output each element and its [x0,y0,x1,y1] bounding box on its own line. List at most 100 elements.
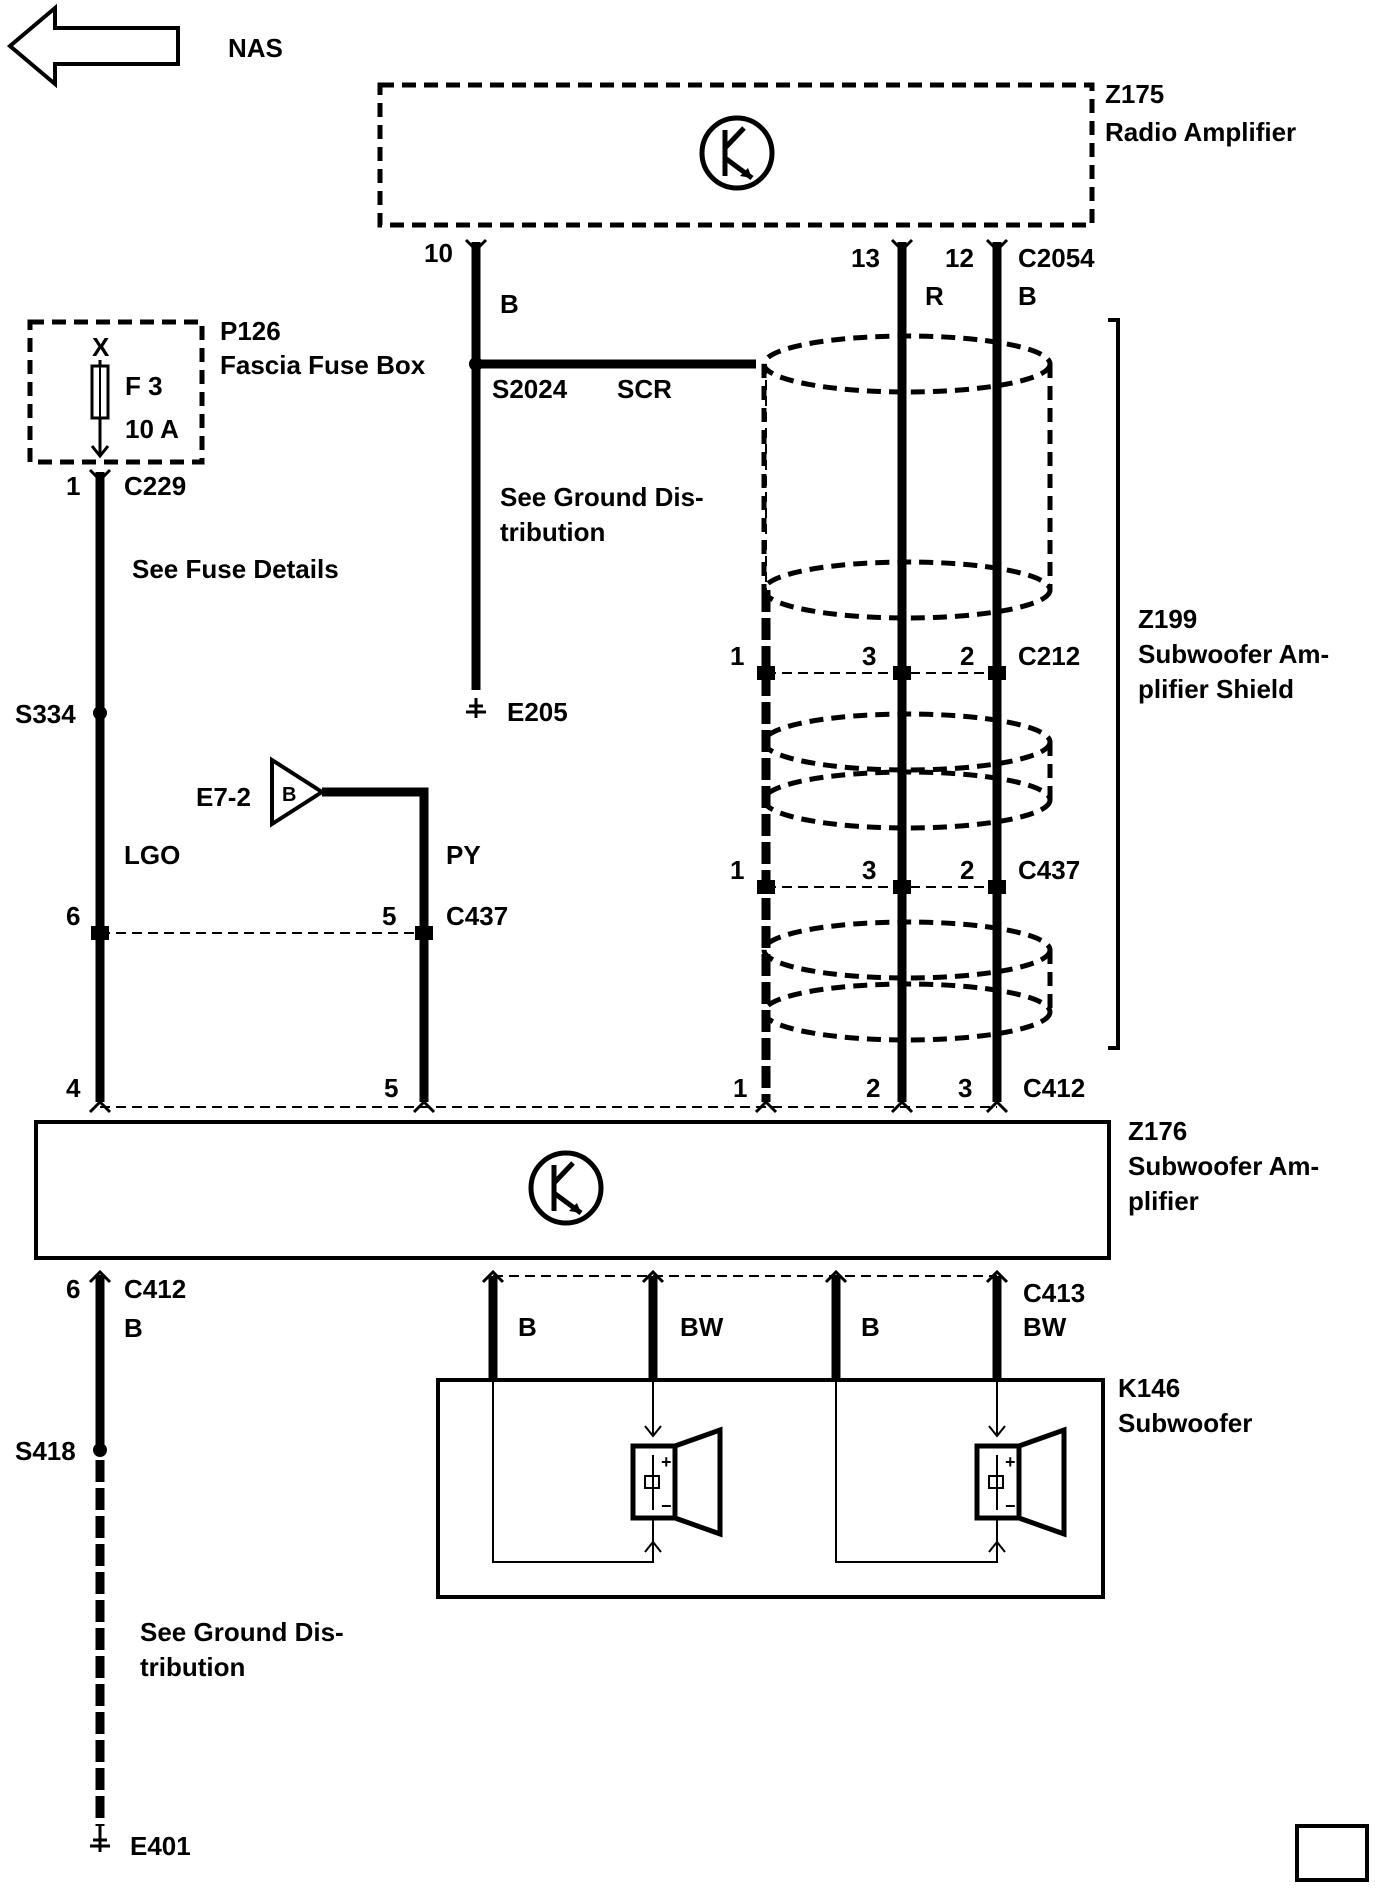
radio-amplifier: Z175 Radio Amplifier [377,79,1296,228]
connector-c437: C437 [1018,855,1080,885]
ground-e7-2: E7-2 [196,782,251,812]
connector-c412: C412 [1023,1073,1085,1103]
wire-color-py: PY [446,840,481,870]
splice-s418-dot [93,1443,107,1457]
shield-name-1: Subwoofer Am- [1138,639,1329,669]
c212-pin-3: 3 [862,641,876,671]
connector-c212: C212 [1018,641,1080,671]
splice-s334: S334 [15,699,76,729]
connector-tick-c229 [88,468,112,483]
wire-color-b-bottom: B [124,1313,143,1343]
c437-pin-2: 2 [960,855,974,885]
wire-color-lgo: LGO [124,840,180,870]
connector-c437b: C437 [446,901,508,931]
svg-text:+: + [661,1452,672,1472]
wire-color-sp-bw2: BW [1023,1312,1067,1342]
subwoofer-id: K146 [1118,1373,1180,1403]
connector-c437-pins [757,880,1006,894]
connector-tick-13 [890,238,914,253]
connector-c2054: C2054 [1018,243,1095,273]
radio-amplifier-id: Z175 [1105,79,1164,109]
c212-pin-2: 2 [960,641,974,671]
note-ground-dist-1a: See Ground Dis- [500,482,704,512]
connector-c412b: C412 [124,1274,186,1304]
c412b-pin-6: 6 [66,1274,80,1304]
subwoofer-amplifier-id: Z176 [1128,1116,1187,1146]
nav-back-arrow[interactable]: NAS [6,3,283,89]
note-ground-dist-2b: tribution [140,1652,245,1682]
subwoofer-amplifier-name-2: plifier [1128,1186,1199,1216]
c437b-pin-6: 6 [66,901,80,931]
c412-pin-4: 4 [66,1073,81,1103]
fuse-box-id: P126 [220,316,281,346]
speaker-icon: + − [492,1380,723,1563]
subwoofer-amplifier [34,1120,1111,1260]
transistor-icon [699,115,775,191]
shield-cylinder [761,333,1053,1043]
c437-pin-3: 3 [862,855,876,885]
radio-amplifier-name: Radio Amplifier [1105,117,1296,147]
connector-c412-ticks [88,1099,1009,1114]
svg-text:+: + [1005,1452,1016,1472]
svg-text:B: B [282,784,296,806]
fuse-box-name: Fascia Fuse Box [220,350,426,380]
c412-pin-3: 3 [958,1073,972,1103]
subwoofer-name: Subwoofer [1118,1408,1252,1438]
pin-13: 13 [851,243,880,273]
fuse-rating: 10 A [125,414,179,444]
connector-c437b-pins [91,926,433,940]
wire-color-sp-bw1: BW [680,1312,724,1342]
ground-e7-2-icon: B [270,756,326,828]
page-number-box [1295,1824,1369,1882]
ground-e401: E401 [130,1831,191,1861]
ground-e205-icon [466,698,486,718]
fuse-box: X F 3 10 A [27,319,205,465]
fuse-x-label: X [92,332,110,362]
c412-pin-2: 2 [866,1073,880,1103]
connector-tick-10 [464,238,488,253]
connector-c212-pins [757,666,1006,680]
wire-color-sp-b2: B [861,1312,880,1342]
connector-c413: C413 [1023,1278,1085,1308]
c412-pin-5: 5 [384,1073,398,1103]
shield-name-2: plifier Shield [1138,674,1294,704]
radio-amplifier-outline [377,82,1095,228]
subwoofer-amplifier-name-1: Subwoofer Am- [1128,1151,1319,1181]
wire-color-scr: SCR [617,374,672,404]
pin-12: 12 [945,243,974,273]
svg-text:−: − [661,1496,672,1516]
transistor-icon [528,1150,604,1226]
connector-tick-12 [985,238,1009,253]
pin-10: 10 [424,238,453,268]
splice-s334-dot [93,706,107,720]
subwoofer-box [436,1378,1105,1599]
wire-color-b-top: B [500,289,519,319]
left-arrow-icon [6,3,180,89]
nav-label: NAS [228,33,283,63]
shield-bracket [1108,318,1120,1050]
shield-id: Z199 [1138,604,1197,634]
speaker-icon: + − [835,1380,1067,1563]
connector-tick-c412b [88,1269,112,1284]
splice-s418: S418 [15,1436,76,1466]
c412-pin-1: 1 [733,1073,747,1103]
note-ground-dist-2a: See Ground Dis- [140,1617,344,1647]
c212-pin-1: 1 [730,641,744,671]
fuse-icon [90,360,110,459]
svg-text:−: − [1005,1496,1016,1516]
note-ground-dist-1b: tribution [500,517,605,547]
c437-pin-1: 1 [730,855,744,885]
wire-color-r: R [925,281,944,311]
ground-e401-icon [90,1826,110,1852]
c437b-pin-5: 5 [382,901,396,931]
c229-pin-1: 1 [66,471,80,501]
wire-color-b-right: B [1018,281,1037,311]
ground-e205: E205 [507,697,568,727]
note-fuse-details: See Fuse Details [132,554,339,584]
connector-c229: C229 [124,471,186,501]
splice-s2024: S2024 [492,374,568,404]
connector-c413-ticks [481,1269,1009,1284]
wire-color-sp-b1: B [518,1312,537,1342]
fuse-label: F 3 [125,371,163,401]
